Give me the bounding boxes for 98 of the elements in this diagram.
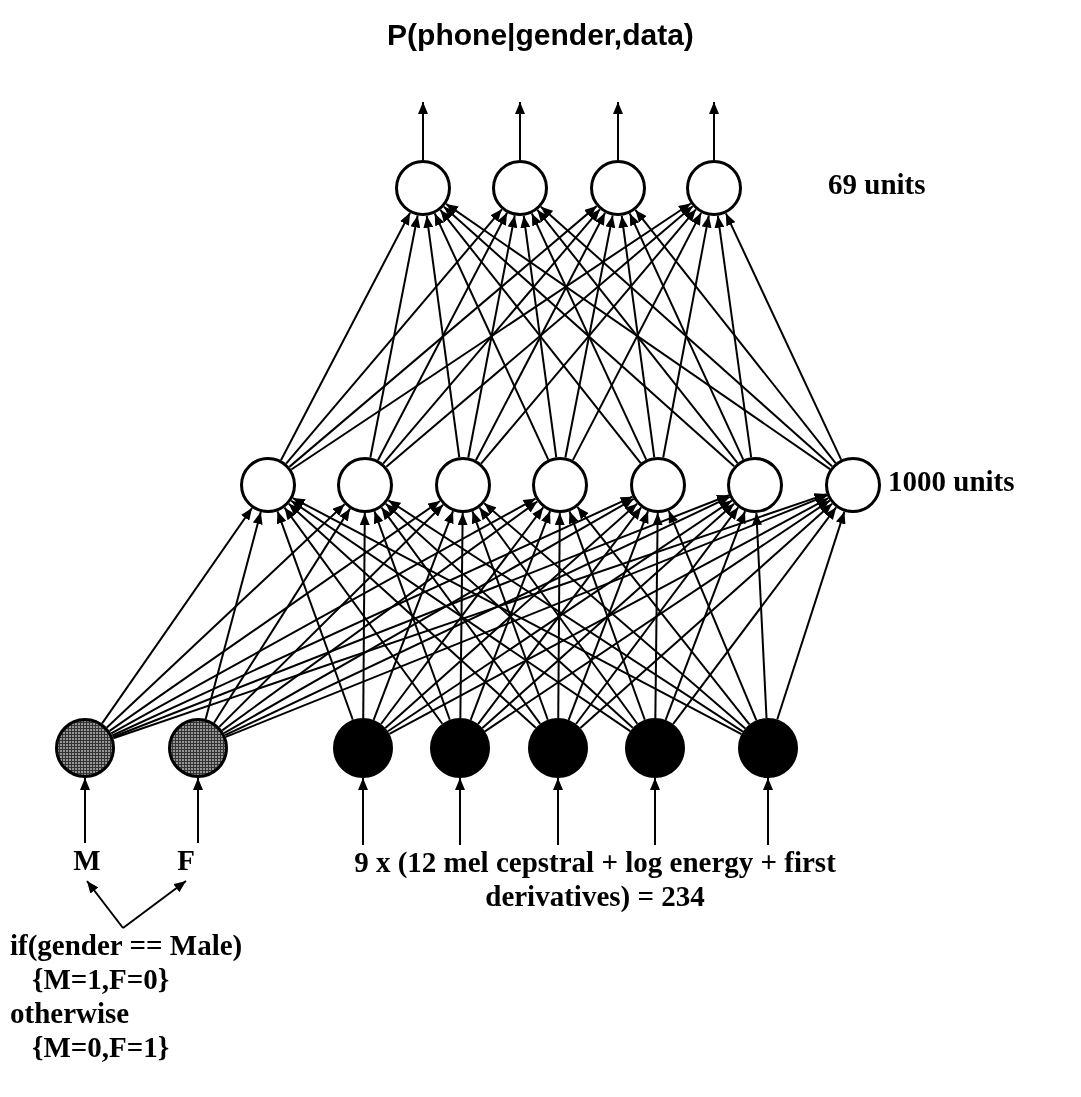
- connection-arrow: [288, 205, 598, 468]
- connection-arrow: [709, 101, 719, 161]
- connection-arrow: [223, 497, 635, 735]
- connection-arrow: [613, 101, 623, 161]
- connection-arrow: [442, 205, 736, 468]
- connection-arrow: [457, 512, 468, 719]
- connection-arrow: [224, 495, 731, 737]
- connection-arrow: [662, 214, 712, 459]
- neuron-circle: [492, 160, 548, 216]
- connection-arrow: [515, 101, 525, 161]
- connection-arrow: [628, 212, 745, 461]
- condition-text: if(gender == Male): [10, 928, 244, 962]
- connection-arrow: [667, 509, 758, 722]
- connection-arrow: [714, 214, 753, 459]
- neuron-circle: [825, 457, 881, 513]
- layer-size-label: 69 units: [828, 168, 926, 201]
- layer-size-label: 1000 units: [888, 465, 1015, 498]
- neuron-circle: [435, 457, 491, 513]
- connection-arrow: [80, 777, 90, 844]
- connection-arrow: [554, 512, 565, 719]
- connection-arrow: [369, 214, 421, 459]
- input-label: M: [62, 843, 112, 877]
- input-unit-circle: [55, 718, 115, 778]
- connection-arrow: [439, 208, 642, 465]
- connection-arrow: [672, 506, 838, 726]
- connection-arrow: [752, 511, 768, 720]
- connection-arrow: [358, 777, 368, 846]
- connection-arrow: [536, 208, 739, 465]
- connection-arrow: [276, 510, 354, 721]
- input-unit-circle: [168, 718, 228, 778]
- connection-arrow: [480, 208, 697, 465]
- input-label: F: [164, 843, 208, 877]
- connection-arrow: [108, 500, 441, 732]
- connection-arrow: [224, 494, 828, 738]
- connection-arrow: [618, 214, 656, 459]
- neuron-circle: [590, 160, 646, 216]
- connection-arrow: [218, 503, 445, 728]
- connection-arrow: [433, 212, 550, 461]
- connection-arrow: [111, 495, 634, 737]
- connection-arrow: [385, 205, 694, 468]
- input-label: 9 x (12 mel cepstral + log energy + first derivatives) = 234: [330, 845, 860, 913]
- connection-arrow: [382, 208, 601, 465]
- input-unit-circle: [333, 718, 393, 778]
- connection-arrow: [579, 502, 834, 730]
- connection-arrow: [418, 101, 428, 161]
- connection-arrow: [86, 880, 124, 929]
- connection-arrow: [539, 205, 834, 468]
- diagram-title: P(phone|gender,data): [386, 18, 695, 52]
- neuron-circle: [337, 457, 393, 513]
- neuron-circle: [630, 457, 686, 513]
- connection-arrow: [291, 497, 743, 736]
- connection-arrow: [204, 511, 263, 720]
- neuron-circle: [395, 160, 451, 216]
- neuron-circle: [240, 457, 296, 513]
- connection-arrow: [455, 777, 465, 846]
- connection-arrow: [467, 214, 518, 459]
- connection-arrow: [193, 777, 203, 844]
- connection-arrow: [105, 503, 346, 729]
- connection-arrow: [724, 212, 843, 461]
- input-unit-circle: [738, 718, 798, 778]
- condition-text: {M=0,F=1}: [31, 1030, 171, 1064]
- connection-arrow: [634, 208, 837, 465]
- connection-arrow: [213, 507, 351, 724]
- connection-arrow: [122, 880, 187, 929]
- connection-arrow: [474, 211, 607, 462]
- connection-arrow: [776, 510, 846, 721]
- connection-arrow: [101, 507, 253, 725]
- connection-arrow: [388, 497, 830, 735]
- connection-arrow: [279, 211, 412, 462]
- connection-arrow: [285, 208, 503, 465]
- connection-arrow: [650, 777, 660, 846]
- neuron-circle: [727, 457, 783, 513]
- connection-arrow: [520, 214, 558, 459]
- input-unit-circle: [528, 718, 588, 778]
- connection-arrow: [221, 500, 539, 732]
- connection-arrow: [553, 777, 563, 846]
- connection-arrow: [564, 214, 616, 459]
- connection-arrow: [290, 202, 692, 471]
- connection-arrow: [530, 212, 648, 461]
- connection-arrow: [652, 512, 663, 719]
- input-unit-circle: [430, 718, 490, 778]
- connection-arrow: [763, 777, 773, 846]
- neuron-circle: [532, 457, 588, 513]
- condition-text: {M=1,F=0}: [31, 962, 171, 996]
- connection-arrow: [423, 214, 461, 459]
- connection-arrow: [283, 506, 444, 725]
- neuron-circle: [686, 160, 742, 216]
- connection-arrow: [110, 497, 537, 735]
- connection-arrow: [664, 510, 747, 721]
- connection-arrow: [359, 512, 370, 719]
- condition-text: otherwise: [10, 996, 131, 1030]
- connection-arrow: [376, 211, 509, 462]
- connection-arrow: [445, 202, 831, 471]
- connection-arrow: [290, 499, 632, 733]
- input-unit-circle: [625, 718, 685, 778]
- connection-arrow: [287, 502, 537, 729]
- connection-arrow: [483, 499, 831, 733]
- connection-arrow: [571, 211, 703, 462]
